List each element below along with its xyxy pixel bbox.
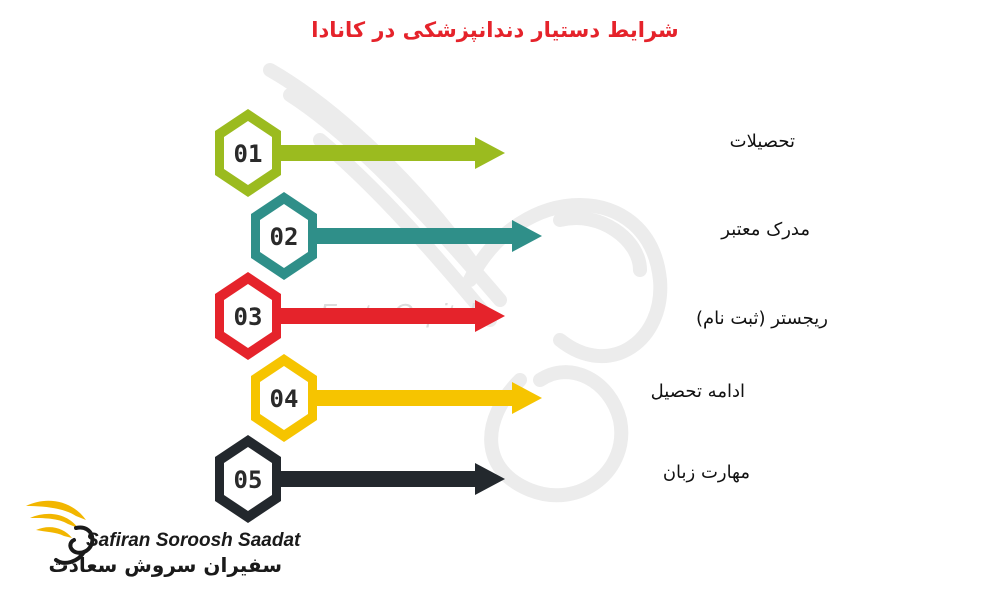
- arrow-shaft: [273, 145, 477, 161]
- step-5: 05: [215, 435, 505, 523]
- step-number: 05: [234, 466, 263, 494]
- page-title: شرایط دستیار دندانپزشکی در کانادا: [311, 18, 679, 42]
- hexagon-inner: [224, 447, 272, 511]
- arrow-shaft: [309, 390, 514, 406]
- arrow-head-icon: [512, 382, 542, 414]
- step-4: 04: [251, 354, 542, 442]
- arrow-shaft: [273, 471, 477, 487]
- logo-swan-icon: [26, 500, 95, 565]
- step-2: 02: [251, 192, 542, 280]
- step-1: 01: [215, 109, 505, 197]
- hexagon-inner: [260, 204, 308, 268]
- step-label: ادامه تحصیل: [650, 381, 745, 402]
- hexagon-inner: [224, 121, 272, 185]
- step-number: 01: [234, 140, 263, 168]
- arrow-head-icon: [475, 137, 505, 169]
- step-label: مهارت زبان: [662, 462, 750, 483]
- arrow-head-icon: [512, 220, 542, 252]
- swan-watermark: [263, 63, 668, 503]
- step-label: مدرک معتبر: [721, 219, 810, 240]
- step-label: تحصیلات: [729, 131, 795, 152]
- logo-name-persian: سفیران سروش سعادت: [48, 553, 283, 577]
- hexagon-inner: [224, 284, 272, 348]
- arrow-head-icon: [475, 463, 505, 495]
- step-3: 03: [215, 272, 505, 360]
- arrow-shaft: [309, 228, 514, 244]
- step-number: 04: [270, 385, 299, 413]
- arrow-head-icon: [475, 300, 505, 332]
- logo-name-latin: Safiran Soroosh Saadat: [86, 530, 301, 551]
- hexagon-inner: [260, 366, 308, 430]
- step-number: 02: [270, 223, 299, 251]
- step-number: 03: [234, 303, 263, 331]
- arrow-shaft: [273, 308, 477, 324]
- step-label: ریجستر (ثبت نام): [696, 308, 828, 329]
